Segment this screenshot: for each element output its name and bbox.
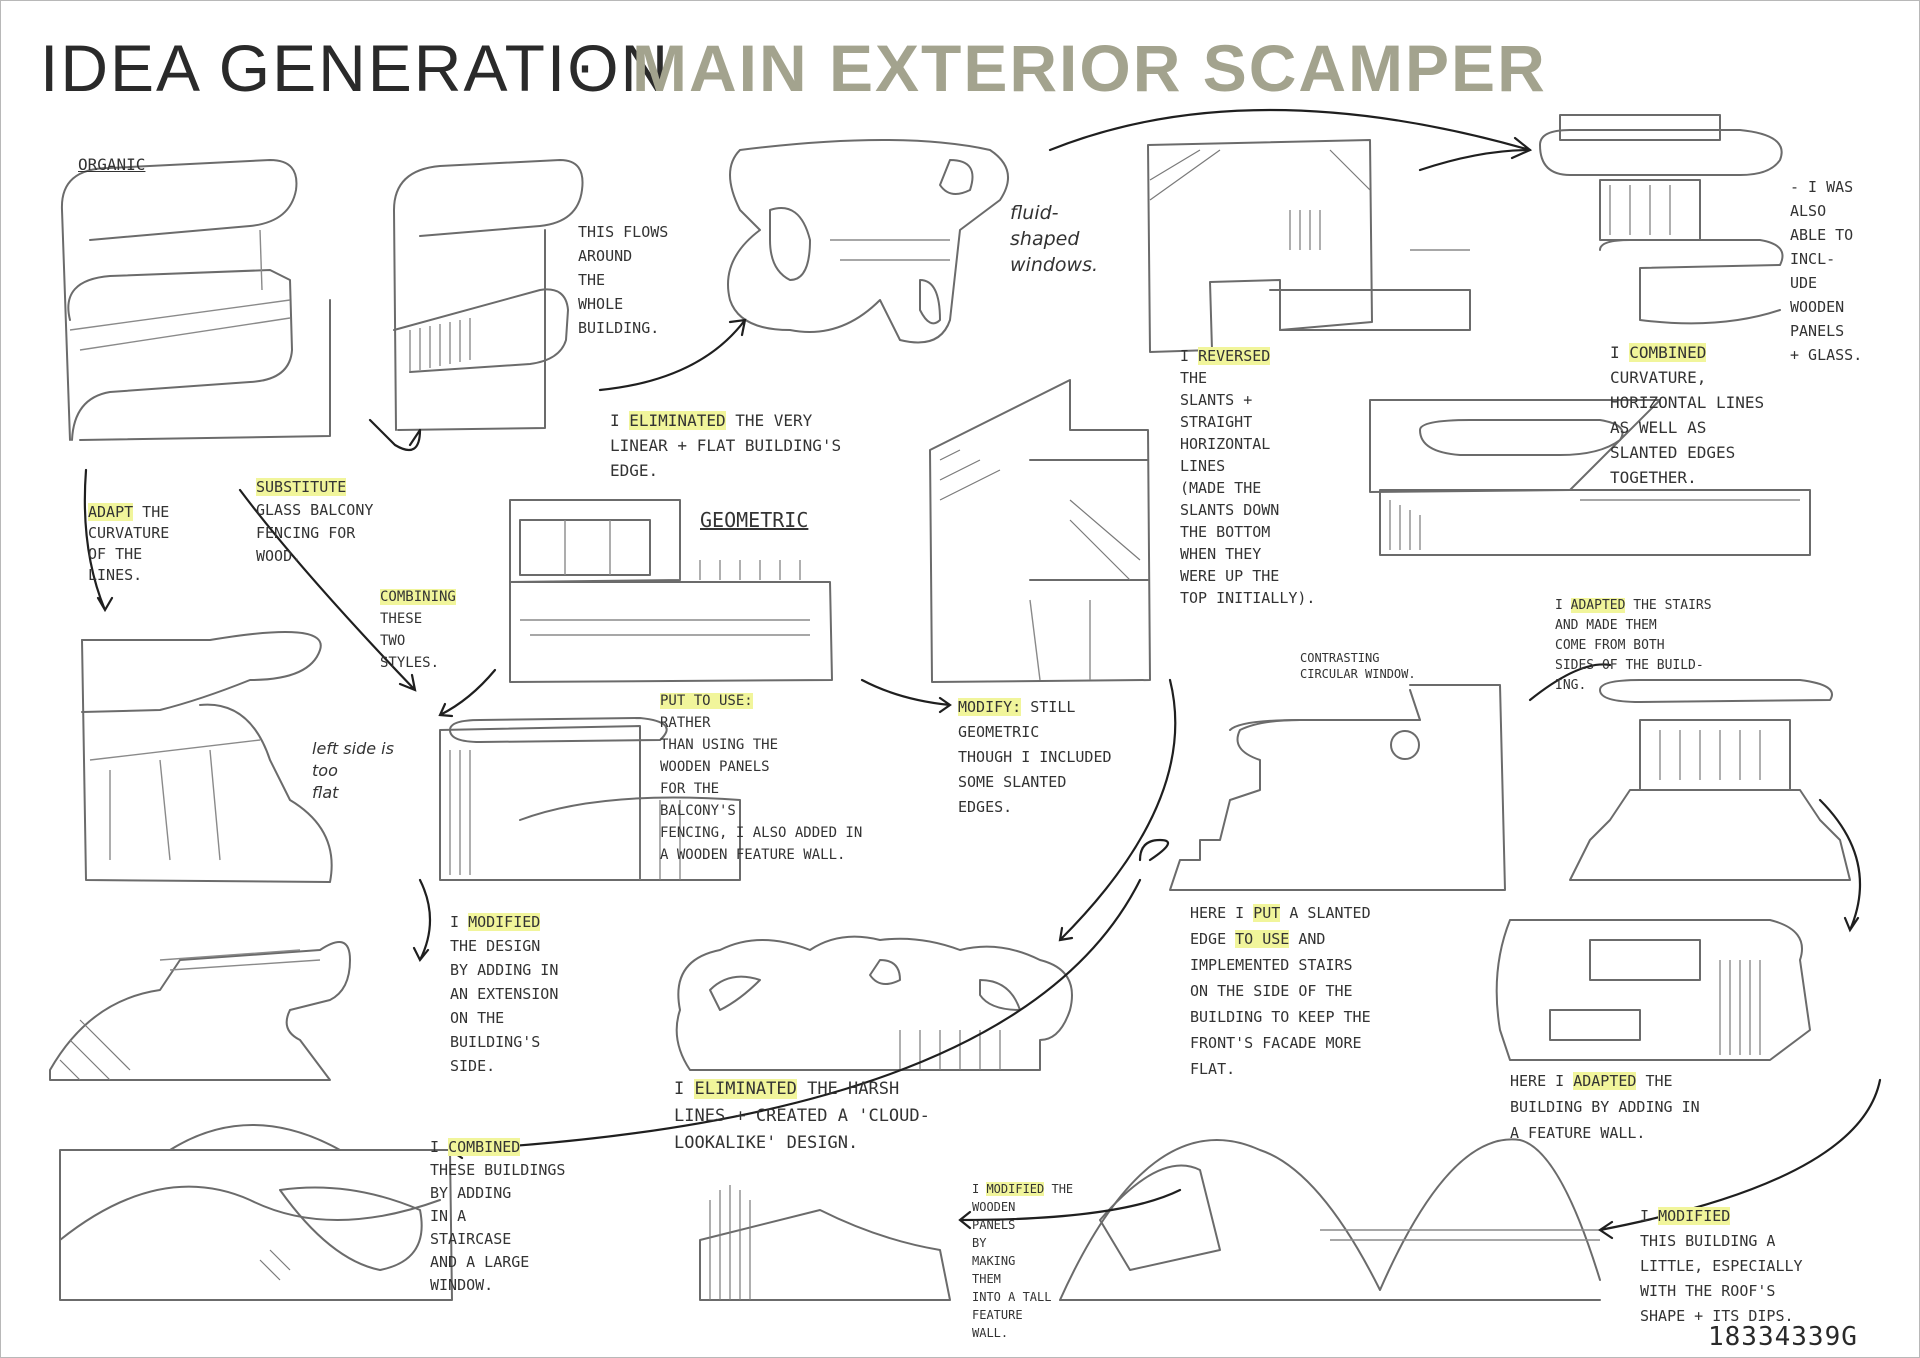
note-adapt: ADAPT THE CURVATURE OF THE LINES. [88,503,170,584]
sketch-left-organic [81,631,333,883]
sketch-geometric-building [509,499,833,683]
sketch-combined-building-1 [1539,114,1784,325]
note-reversed: I REVERSED THE SLANTS + STRAIGHT HORIZON… [1180,347,1316,607]
sketch-feature-wall-building [1495,919,1811,1061]
note-modified-1: I MODIFIED THE DESIGN BY ADDING IN AN EX… [450,913,559,1075]
sketch-combined-building-2 [59,1124,453,1301]
note-modify: MODIFY: STILL GEOMETRIC THOUGH I INCLUDE… [958,698,1112,816]
note-eliminated-2: I ELIMINATED THE HARSH LINES + CREATED A… [674,1079,930,1153]
sketch-fluid-building [727,139,1009,344]
note-here-adapted: HERE I ADAPTED THE BUILDING BY ADDING IN… [1510,1072,1700,1142]
sketch-reversed-building [1147,139,1471,353]
note-here-put: HERE I PUT A SLANTED EDGE TO USE AND IMP… [1190,904,1371,1078]
note-modified-2: I MODIFIED THE WOODEN PANELS BY MAKING T… [972,1182,1074,1340]
note-combining: COMBINING THESE TWO STYLES. [380,589,456,671]
note-adapted-stairs: I ADAPTED THE STAIRS AND MADE THEM COME … [1555,598,1712,693]
page-title: IDEA GENERATION [40,31,671,105]
sketch-put-to-use-building [439,717,741,881]
sketch-tall-feature-wall [699,1185,951,1301]
note-put-to-use: PUT TO USE: RATHER THAN USING THE WOODEN… [660,693,863,863]
sketch-organic-1 [60,159,331,441]
sketch-extension-building [49,941,351,1081]
sketch-arched-building [1059,1138,1601,1301]
note-combined-2: I COMBINED THESE BUILDINGS BY ADDING IN … [430,1138,566,1294]
note-also-able: - I WAS ALSO ABLE TO INCL- UDE WOODEN PA… [1790,178,1863,364]
sketch-both-sides-stairs [1569,679,1851,881]
note-eliminated-1: I ELIMINATED THE VERY LINEAR + FLAT BUIL… [610,411,842,480]
sketch-organic-2 [393,159,584,431]
note-flows-around: THIS FLOWS AROUND THE WHOLE BUILDING. [578,223,669,337]
note-left-flat: left side is too flat [312,739,394,802]
note-modified-3: I MODIFIED THIS BUILDING A LITTLE, ESPEC… [1640,1207,1803,1325]
sketch-cloud-building [675,935,1073,1071]
sketch-slanted-tower [929,379,1151,683]
note-contrasting: CONTRASTING CIRCULAR WINDOW. [1300,651,1416,681]
page-subtitle: MAIN EXTERIOR SCAMPER [632,31,1547,105]
note-substitute: SUBSTITUTE GLASS BALCONY FENCING FOR WOO… [256,478,374,565]
sketch-oval-window-building [1369,399,1811,556]
note-combined-1: I COMBINED CURVATURE, HORIZONTAL LINES A… [1610,343,1765,487]
title-separator: · [574,27,598,101]
student-id: 18334339G [1708,1322,1858,1352]
label-organic: ORGANIC [78,155,146,174]
note-fluid-windows: fluid- shaped windows. [1010,202,1099,276]
label-geometric: GEOMETRIC [700,508,809,532]
sketch-circular-window-building [1169,684,1506,891]
